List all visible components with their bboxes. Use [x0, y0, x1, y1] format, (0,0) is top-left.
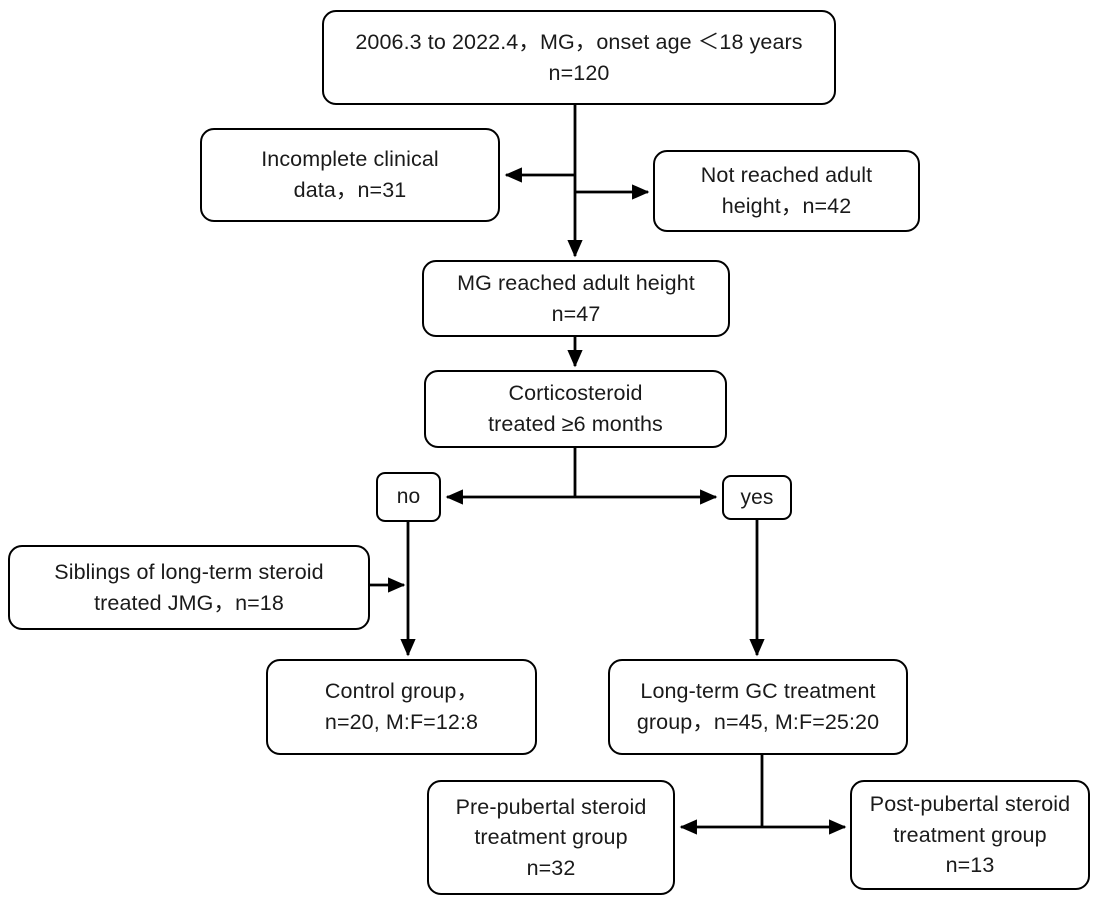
node-cohort: 2006.3 to 2022.4，MG，onset age ＜18 years … — [322, 10, 836, 105]
node-cohort-label: 2006.3 to 2022.4，MG，onset age ＜18 years … — [355, 29, 803, 85]
node-decision-yes: yes — [722, 475, 792, 520]
node-decision-yes-label: yes — [740, 485, 774, 509]
node-pre-pubertal-group: Pre-pubertal steroid treatment group n=3… — [427, 780, 675, 895]
node-long-term-gc-group: Long-term GC treatment group，n=45, M:F=2… — [608, 659, 908, 755]
node-not-reached-adult-height: Not reached adult height，n=42 — [653, 150, 920, 232]
node-post-pubertal-group-label: Post-pubertal steroid treatment group n=… — [869, 792, 1071, 878]
node-pre-pubertal-group-label: Pre-pubertal steroid treatment group n=3… — [455, 794, 647, 880]
node-corticosteroid-treated: Corticosteroid treated ≥6 months — [424, 370, 727, 448]
node-corticosteroid-treated-label: Corticosteroid treated ≥6 months — [488, 381, 663, 436]
node-siblings: Siblings of long-term steroid treated JM… — [8, 545, 370, 630]
node-siblings-label: Siblings of long-term steroid treated JM… — [54, 559, 324, 615]
node-long-term-gc-group-label: Long-term GC treatment group，n=45, M:F=2… — [636, 679, 880, 734]
node-decision-no-label: no — [396, 485, 421, 509]
node-not-reached-adult-height-label: Not reached adult height，n=42 — [700, 163, 873, 218]
node-control-group-label: Control group， n=20, M:F=12:8 — [324, 679, 479, 734]
node-mg-reached-adult-height: MG reached adult height n=47 — [422, 260, 730, 337]
node-incomplete-clinical-data-label: Incomplete clinical data，n=31 — [261, 147, 439, 202]
node-post-pubertal-group: Post-pubertal steroid treatment group n=… — [850, 780, 1090, 890]
node-mg-reached-adult-height-label: MG reached adult height n=47 — [457, 270, 695, 326]
node-incomplete-clinical-data: Incomplete clinical data，n=31 — [200, 128, 500, 222]
node-control-group: Control group， n=20, M:F=12:8 — [266, 659, 537, 755]
node-decision-no: no — [376, 472, 441, 522]
